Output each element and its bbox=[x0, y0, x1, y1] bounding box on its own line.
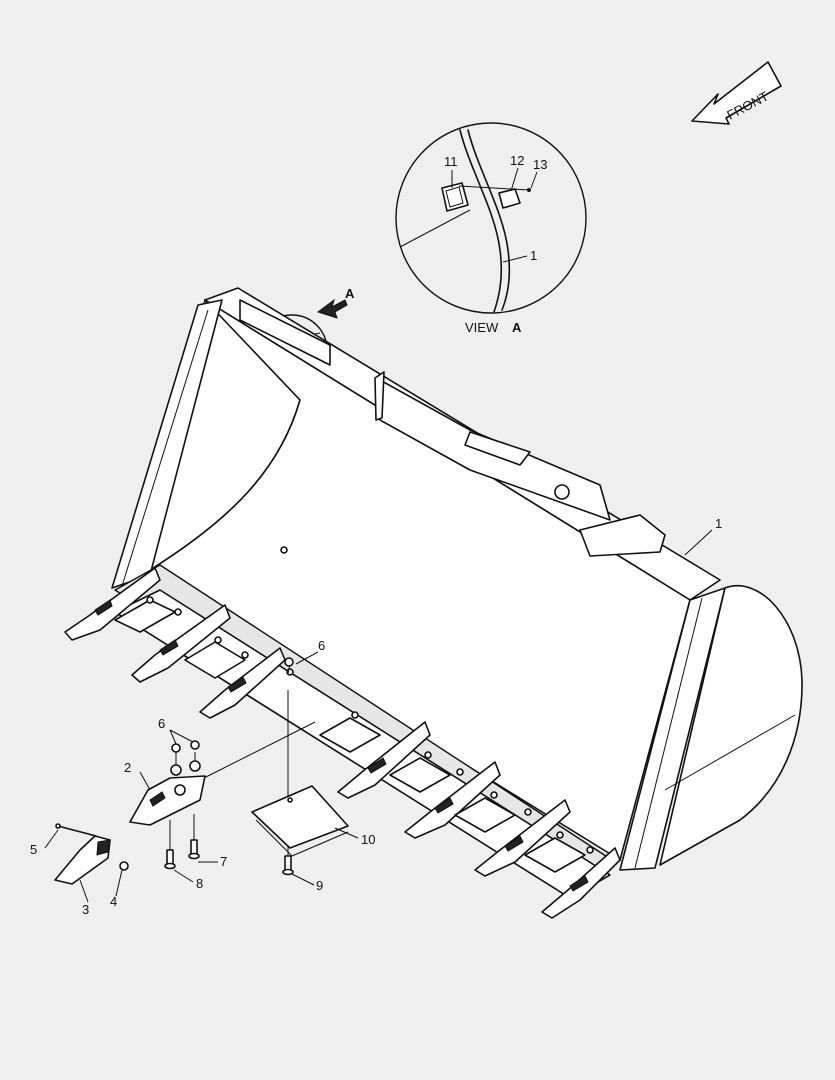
plate-11 bbox=[441, 182, 469, 212]
adapter-2 bbox=[129, 740, 206, 826]
view-letter: A bbox=[512, 320, 522, 335]
callout-leaders bbox=[44, 529, 713, 903]
callout-7: 7 bbox=[220, 854, 227, 869]
callout-4: 4 bbox=[110, 894, 117, 909]
tooth-6 bbox=[474, 799, 571, 877]
tooth-2 bbox=[131, 604, 231, 683]
wear-plate-10 bbox=[251, 785, 349, 857]
front-arrow-icon: FRONT bbox=[691, 61, 782, 125]
view-arrow-icon bbox=[316, 298, 348, 319]
callout-8: 8 bbox=[196, 876, 203, 891]
nut-6-left-b bbox=[190, 740, 200, 750]
nut-6-top bbox=[284, 657, 294, 667]
callout-11: 11 bbox=[444, 154, 458, 169]
nut-6-left-a bbox=[171, 743, 181, 753]
pin-5 bbox=[55, 823, 97, 837]
plate-12 bbox=[498, 188, 521, 209]
callout-12: 12 bbox=[510, 153, 524, 168]
callout-6-left: 6 bbox=[158, 716, 165, 731]
callout-10: 10 bbox=[361, 832, 375, 847]
callout-5: 5 bbox=[30, 842, 37, 857]
tooth-4 bbox=[337, 721, 431, 799]
callout-2: 2 bbox=[124, 760, 131, 775]
arrow-letter: A bbox=[345, 286, 355, 301]
callout-13: 13 bbox=[533, 157, 547, 172]
callout-9: 9 bbox=[316, 878, 323, 893]
bolts-7-8 bbox=[164, 814, 200, 870]
callout-3: 3 bbox=[82, 902, 89, 917]
leader-edge-to-2 bbox=[199, 721, 316, 781]
bolt-9 bbox=[282, 855, 294, 876]
retainer-4 bbox=[119, 861, 129, 871]
tooth-1 bbox=[64, 567, 161, 641]
callout-6-top: 6 bbox=[318, 638, 325, 653]
callout-1-detail: 1 bbox=[530, 248, 537, 263]
tooth-3-exploded bbox=[54, 835, 111, 885]
view-a-detail bbox=[395, 122, 587, 314]
teeth-row bbox=[64, 567, 621, 919]
view-label: VIEW bbox=[465, 320, 499, 335]
tooth-7 bbox=[541, 847, 621, 919]
tooth-5 bbox=[404, 761, 501, 839]
callout-1-main: 1 bbox=[715, 516, 722, 531]
